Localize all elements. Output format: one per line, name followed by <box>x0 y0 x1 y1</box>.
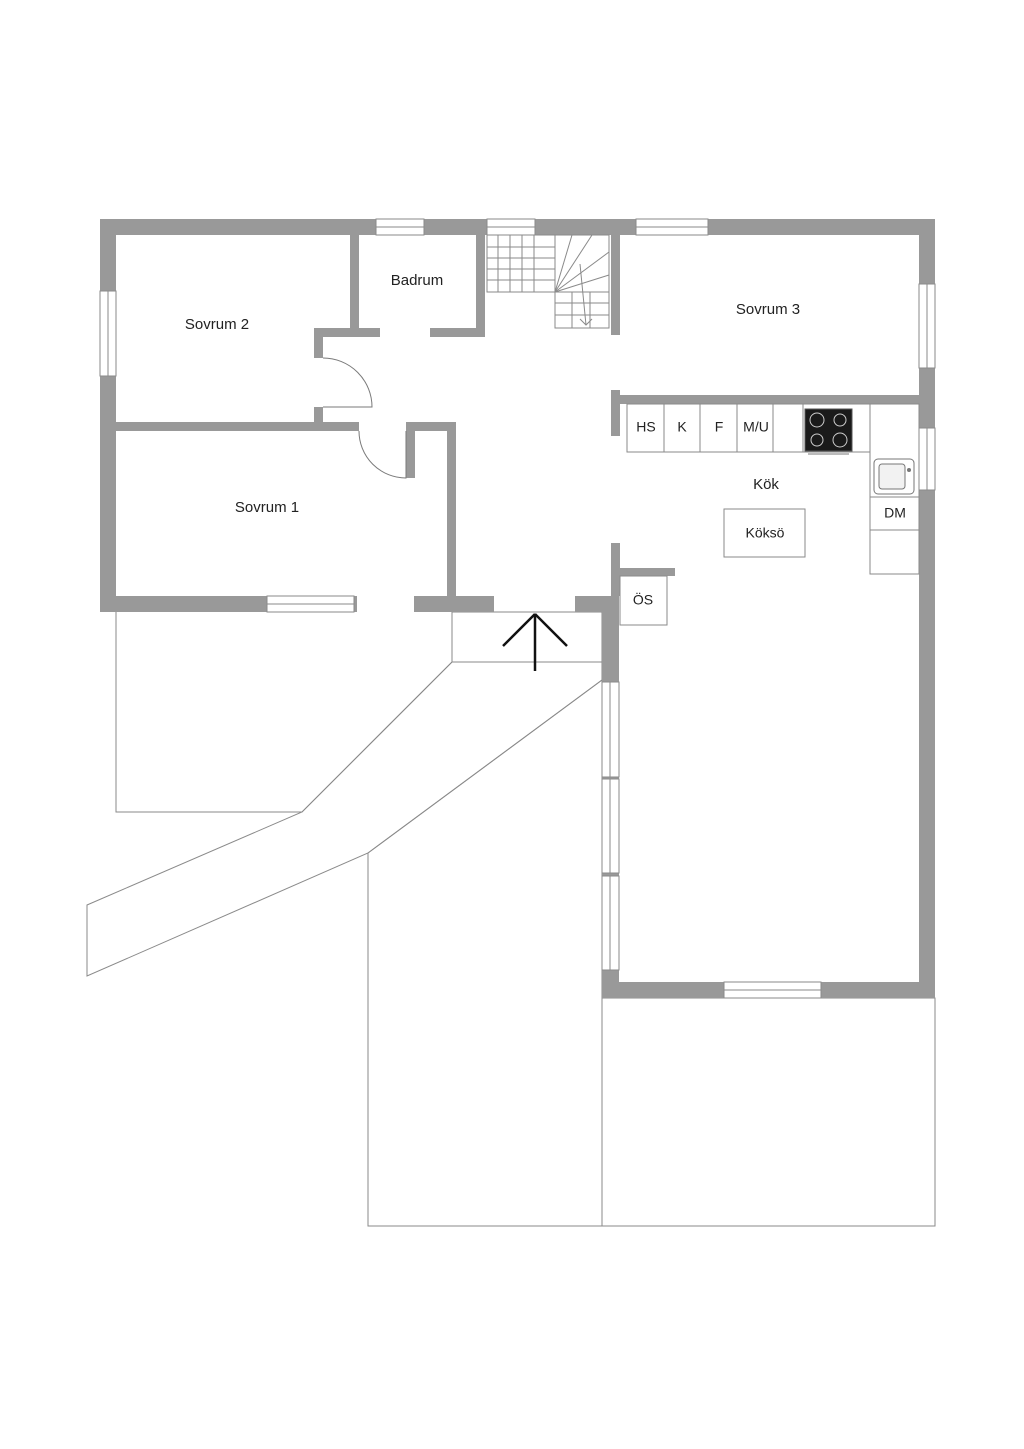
lower-left-terrace <box>367 679 603 1227</box>
stove-icon <box>804 408 853 455</box>
fixture-label-os: ÖS <box>633 591 653 608</box>
kitchen-island <box>723 508 806 558</box>
fixture-label-f: F <box>715 419 724 435</box>
doors <box>322 357 407 479</box>
room-label-sovrum-3: Sovrum 3 <box>736 301 800 318</box>
entrance-step <box>451 611 603 663</box>
door-sovrum-2 <box>322 357 373 408</box>
outdoor-areas <box>86 611 936 1227</box>
fixture-label-k: K <box>677 419 687 435</box>
door-sovrum-1 <box>358 430 407 479</box>
room-label-sovrum-2: Sovrum 2 <box>185 316 249 333</box>
walls <box>100 219 935 998</box>
lower-right-terrace <box>601 997 936 1227</box>
fixture-label-mu: M/U <box>743 419 769 435</box>
fixture-label-koksö: Köksö <box>746 525 785 541</box>
room-label-sovrum-1: Sovrum 1 <box>235 499 299 516</box>
room-label-badrum: Badrum <box>391 272 444 289</box>
room-label-kok: Kök <box>753 476 779 493</box>
fixture-label-dm: DM <box>884 505 906 521</box>
staircase <box>486 234 610 329</box>
walkway <box>86 661 603 977</box>
wardrobe-os <box>619 575 668 626</box>
arrow-up-icon <box>502 613 568 671</box>
fixture-label-hs: HS <box>636 419 655 435</box>
windows <box>99 218 936 999</box>
kitchen-counter <box>626 403 920 575</box>
sink-icon <box>873 458 915 495</box>
